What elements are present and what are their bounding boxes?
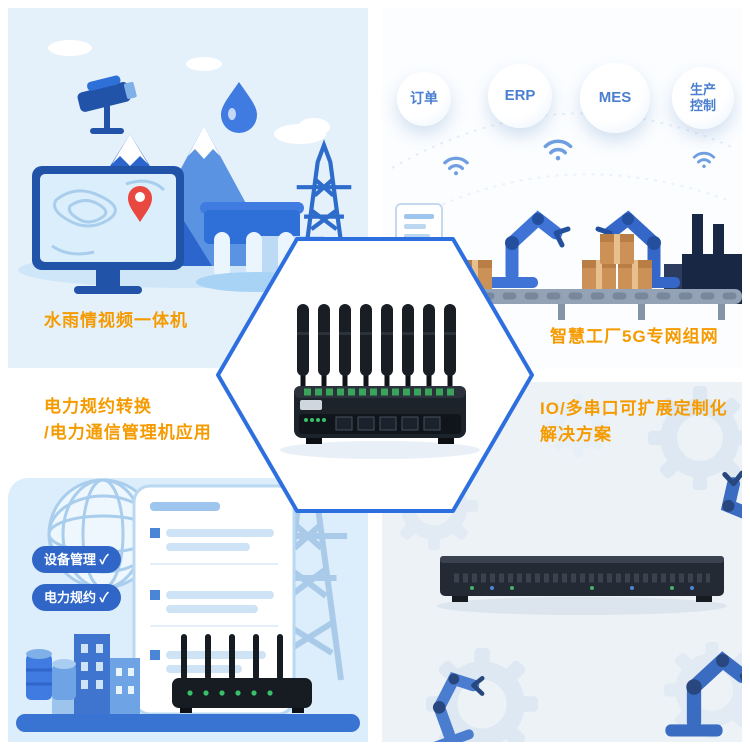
caption-power-protocol: 电力规约转换 /电力通信管理机应用	[44, 394, 212, 446]
location-pin-icon	[128, 186, 152, 222]
router-icon	[172, 634, 312, 713]
caption-line: IO/多串口可扩展定制化	[540, 399, 728, 418]
quadrant-smart-factory: 订单 ERP MES 生产控制 智慧工厂5G专网组网	[382, 8, 742, 368]
caption-smart-factory: 智慧工厂5G专网组网	[550, 327, 719, 346]
cargo-box-icon	[618, 260, 652, 290]
bubble-mes: MES	[580, 63, 650, 133]
cargo-box-icon	[458, 260, 492, 290]
water-drop-icon	[221, 82, 257, 133]
cctv-camera-icon	[77, 75, 137, 134]
quadrant-grid: 水雨情视频一体机	[8, 8, 742, 742]
caption-io-serial: IO/多串口可扩展定制化 解决方案	[540, 396, 728, 448]
serial-server-icon	[437, 556, 727, 615]
bubble-production-control: 生产控制	[672, 67, 734, 129]
quadrant-power-protocol: 电力规约转换 /电力通信管理机应用 设备管理 ✓ 电力规约 ✓	[8, 382, 368, 742]
buildings-icon	[52, 634, 140, 718]
cargo-box-icon	[582, 260, 616, 290]
quadrant-io-serial: IO/多串口可扩展定制化 解决方案	[382, 382, 742, 742]
badge-power-protocol: 电力规约 ✓	[32, 584, 121, 611]
caption-line: /电力通信管理机应用	[44, 423, 212, 442]
bubble-erp: ERP	[488, 64, 552, 128]
barrels-icon	[26, 649, 76, 700]
quadrant-water-monitoring: 水雨情视频一体机	[8, 8, 368, 368]
ground-band	[16, 714, 360, 732]
cloud-icon	[48, 40, 330, 144]
caption-line: 电力规约转换	[44, 397, 152, 416]
monitor-icon	[32, 166, 184, 294]
smart-factory-illustration	[382, 8, 742, 368]
badge-device-management: 设备管理 ✓	[32, 546, 121, 573]
caption-line: 解决方案	[540, 425, 612, 444]
caption-water-monitoring: 水雨情视频一体机	[44, 311, 188, 330]
cargo-box-icon	[600, 234, 634, 264]
bubble-order: 订单	[397, 72, 451, 126]
